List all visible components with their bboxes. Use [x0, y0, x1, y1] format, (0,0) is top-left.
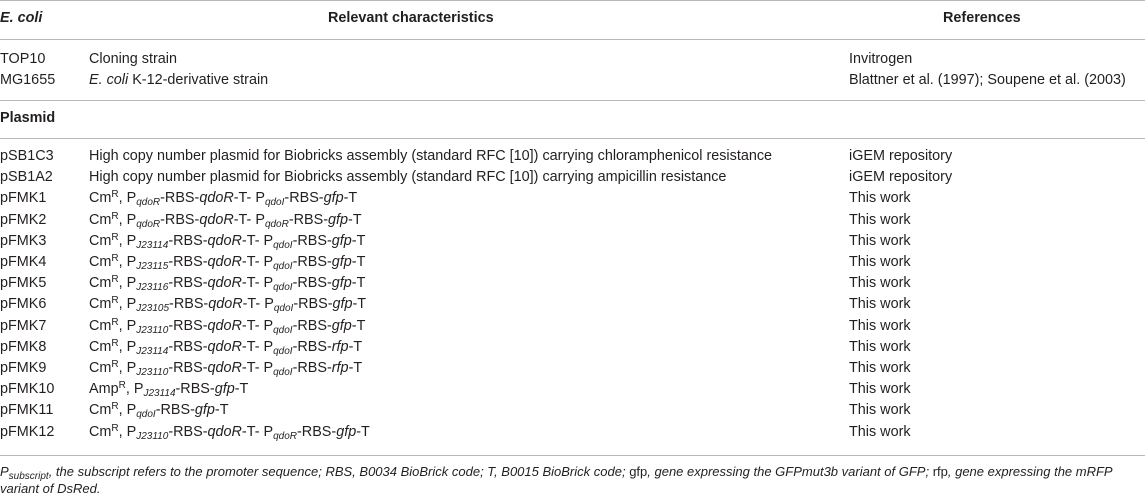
plasmid-reference: iGEM repository: [849, 148, 953, 164]
plasmid-characteristics: CmR, PJ23105-RBS-qdoR-T- PqdoI-RBS-gfp-T: [89, 295, 367, 315]
plasmid-name: pFMK5: [0, 275, 47, 292]
plasmid-row: pFMK10 AmpR, PJ23114-RBS-gfp-T This work: [0, 381, 1145, 402]
plasmid-row: pFMK1 CmR, PqdoR-RBS-qdoR-T- PqdoI-RBS-gf…: [0, 190, 1145, 211]
plasmid-name: pFMK3: [0, 232, 47, 249]
strain-characteristics: Cloning strain: [89, 51, 177, 67]
section-rule: [0, 100, 1145, 101]
plasmid-row: pFMK2 CmR, PqdoR-RBS-qdoR-T- PqdoR-RBS-gf…: [0, 210, 1145, 233]
plasmid-name: pFMK10: [0, 381, 55, 398]
plasmid-characteristics: CmR, PJ23116-RBS-qdoR-T- PqdoI-RBS-gfp-T: [89, 274, 366, 294]
plasmid-reference: This work: [849, 211, 911, 228]
strain-characteristics: E. coli K-12-derivative strain: [89, 72, 269, 88]
plasmid-characteristics: CmR, PJ23110-RBS-qdoR-T- PqdoI-RBS-rfp-T: [89, 359, 363, 378]
plasmid-name: pFMK12: [0, 423, 55, 440]
plasmid-name: pFMK11: [0, 402, 54, 419]
plasmid-row: pFMK5 CmR, PJ23116-RBS-qdoR-T- PqdoI-RBS-…: [0, 275, 1145, 296]
plasmid-name: pFMK2: [0, 211, 47, 228]
plasmid-characteristics: AmpR, PJ23114-RBS-gfp-T: [89, 380, 249, 400]
plasmid-row: pFMK12 CmR, PJ23110-RBS-qdoR-T- PqdoR-RBS…: [0, 422, 1145, 445]
plasmid-reference: This work: [849, 402, 911, 419]
plasmid-row: pFMK3 CmR, PJ23114-RBS-qdoR-T- PqdoI-RBS-…: [0, 231, 1145, 254]
strain-row: TOP10 Cloning strain Invitrogen: [0, 51, 1145, 72]
strain-row: MG1655 E. coli K-12-derivative strain Bl…: [0, 72, 1145, 93]
bottom-rule: [0, 455, 1145, 456]
plasmid-name: pFMK1: [0, 190, 47, 207]
strain-reference: Invitrogen: [849, 51, 913, 67]
top-rule: [0, 0, 1145, 1]
plasmid-characteristics: CmR, PJ23114-RBS-qdoR-T- PqdoI-RBS-rfp-T: [89, 337, 363, 357]
plasmid-characteristics: CmR, PJ23110-RBS-qdoR-T- PqdoR-RBS-gfp-T: [89, 422, 370, 442]
plasmid-name: pFMK7: [0, 317, 47, 334]
header-references: References: [943, 10, 1021, 26]
plasmid-row: pFMK9 CmR, PJ23110-RBS-qdoR-T- PqdoI-RBS-…: [0, 360, 1145, 381]
plasmid-characteristics: CmR, PqdoR-RBS-qdoR-T- PqdoI-RBS-gfp-T: [89, 189, 358, 209]
header-rule: [0, 39, 1145, 40]
plasmid-name: pFMK9: [0, 360, 47, 376]
plasmid-characteristics: High copy number plasmid for Biobricks a…: [89, 169, 727, 186]
plasmid-name: pFMK8: [0, 338, 47, 355]
plasmid-reference: This work: [849, 381, 911, 398]
plasmid-section-rule: [0, 138, 1145, 139]
strain-name: TOP10: [0, 51, 46, 67]
plasmid-reference: This work: [849, 254, 911, 270]
plasmid-characteristics: CmR, PqdoR-RBS-qdoR-T- PqdoR-RBS-gfp-T: [89, 210, 362, 230]
plasmid-row: pFMK11 CmR, PqdoI-RBS-gfp-T This work: [0, 402, 1145, 423]
plasmid-reference: This work: [849, 317, 911, 334]
plasmid-reference: This work: [849, 338, 911, 355]
plasmid-section-heading: Plasmid: [0, 110, 56, 126]
header-characteristics: Relevant characteristics: [328, 10, 494, 26]
plasmid-characteristics: CmR, PqdoI-RBS-gfp-T: [89, 401, 229, 421]
plasmid-row: pSB1A2 High copy number plasmid for Biobr…: [0, 169, 1145, 190]
plasmid-row: pFMK7 CmR, PJ23110-RBS-qdoR-T- PqdoI-RBS-…: [0, 316, 1145, 339]
plasmid-name: pFMK6: [0, 296, 47, 313]
plasmid-characteristics: CmR, PJ23114-RBS-qdoR-T- PqdoI-RBS-gfp-T: [89, 231, 366, 251]
plasmid-reference: This work: [849, 232, 911, 249]
plasmid-row: pFMK6 CmR, PJ23105-RBS-qdoR-T- PqdoI-RBS-…: [0, 296, 1145, 317]
plasmid-reference: This work: [849, 275, 911, 292]
plasmid-reference: This work: [849, 190, 911, 207]
strain-name: MG1655: [0, 72, 56, 88]
plasmid-characteristics: CmR, PJ23110-RBS-qdoR-T- PqdoI-RBS-gfp-T: [89, 316, 366, 336]
header-row: E. coli Relevant characteristics Referen…: [0, 10, 1145, 31]
plasmid-row: pSB1C3 High copy number plasmid for Biobr…: [0, 148, 1145, 169]
plasmid-reference: This work: [849, 423, 911, 440]
strain-reference: Blattner et al. (1997); Soupene et al. (…: [849, 72, 1126, 88]
plasmid-name: pFMK4: [0, 254, 47, 270]
section-heading-row: Plasmid: [0, 110, 1145, 131]
plasmid-reference: This work: [849, 296, 911, 313]
header-ecoli: E. coli: [0, 10, 43, 26]
plasmid-characteristics: High copy number plasmid for Biobricks a…: [89, 148, 773, 164]
plasmid-characteristics: CmR, PJ23115-RBS-qdoR-T- PqdoI-RBS-gfp-T: [89, 253, 366, 272]
plasmid-reference: iGEM repository: [849, 169, 953, 186]
table-footnote: Psubscript, the subscript refers to the …: [0, 464, 1113, 496]
plasmid-row: pFMK4 CmR, PJ23115-RBS-qdoR-T- PqdoI-RBS-…: [0, 254, 1145, 275]
plasmid-name: pSB1C3: [0, 148, 54, 164]
plasmid-name: pSB1A2: [0, 169, 53, 186]
plasmid-reference: This work: [849, 360, 911, 376]
plasmid-row: pFMK8 CmR, PJ23114-RBS-qdoR-T- PqdoI-RBS-…: [0, 337, 1145, 360]
